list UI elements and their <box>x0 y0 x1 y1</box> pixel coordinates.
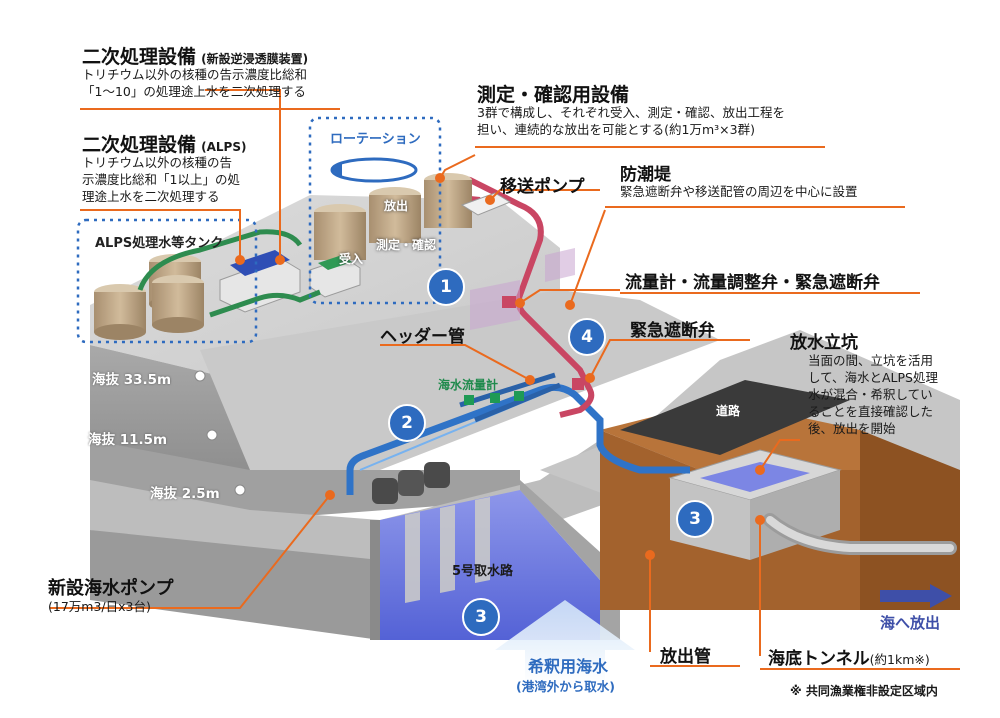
flowmeter-label: 流量計・流量調整弁・緊急遮断弁 <box>625 273 880 293</box>
seawater-pipe <box>346 383 690 495</box>
sea-arrow <box>880 584 952 608</box>
release-label: 放出 <box>384 199 409 213</box>
alps-tank-frame <box>76 218 258 344</box>
shaft-water <box>700 462 810 492</box>
new-pump-title: 新設海水ポンプ <box>48 578 174 599</box>
transfer-pump-label: 移送ポンプ <box>500 177 585 197</box>
seawall-desc: 緊急遮断弁や移送配管の周辺を中心に設置 <box>620 184 858 199</box>
shaft-desc-line: 当面の間、立坑を活用 <box>808 353 934 368</box>
measure-confirm-label: 測定・確認 <box>376 238 437 252</box>
secondary-alps-title: 二次処理設備 <box>82 134 197 156</box>
dilution-subtitle: (港湾外から取水) <box>516 679 615 694</box>
alps-pipe <box>137 229 303 291</box>
alps-pipe <box>209 289 321 318</box>
header-pipe-label: ヘッダー管 <box>380 327 465 347</box>
rotation-frame <box>308 116 442 305</box>
shaft-desc-line: ることを直接確認した <box>808 404 934 419</box>
footnote: ※ 共同漁業権非設定区域内 <box>790 684 938 698</box>
secondary-ro-desc-line: トリチウム以外の核種の告示濃度比総和 <box>82 67 308 82</box>
terrace-11m-front <box>90 440 520 520</box>
secondary-alps-desc-line: 示濃度比総和「1以上」の処 <box>82 172 240 187</box>
tunnel-heading: 海底トンネル(約1km※) <box>768 644 930 669</box>
measure-title: 測定・確認用設備 <box>477 84 630 106</box>
shaft-desc: 当面の間、立坑を活用 して、海水とALPS処理 水が混合・希釈してい ることを直… <box>808 352 938 437</box>
road-label: 道路 <box>716 404 741 418</box>
earth-block-side <box>860 430 960 610</box>
secondary-ro-title: 二次処理設備 <box>82 46 197 68</box>
seawater-flowmeter-box <box>464 395 474 405</box>
divider <box>605 206 905 208</box>
seawall-title: 防潮堤 <box>620 165 671 185</box>
marker-3-shaft: 3 <box>676 500 714 538</box>
secondary-ro-heading: 二次処理設備 (新設逆浸透膜装置) <box>82 42 308 69</box>
shaft-title: 放水立坑 <box>790 333 858 353</box>
secondary-ro-desc: トリチウム以外の核種の告示濃度比総和 「1〜10」の処理途上水を二次処理する <box>82 66 307 100</box>
divider <box>80 108 340 110</box>
alps-tank-label: ALPS処理水等タンク <box>95 236 224 251</box>
new-pump-subtitle: (17万m3/日x3台) <box>48 599 151 614</box>
dilution-title: 希釈用海水 <box>528 657 609 676</box>
secondary-ro-subtitle: (新設逆浸透膜装置) <box>201 52 309 66</box>
base-slab-front <box>90 530 380 640</box>
measure-desc-line: 担い、連続的な放出を可能とする(約1万m³×3群) <box>477 122 755 137</box>
intake-pillar <box>475 497 490 583</box>
secondary-alps-desc: トリチウム以外の核種の告 示濃度比総和「1以上」の処 理途上水を二次処理する <box>82 154 240 205</box>
shaft-desc-line: して、海水とALPS処理 <box>808 370 938 385</box>
flow-valve <box>502 296 516 308</box>
divider <box>475 146 825 148</box>
divider <box>620 292 920 294</box>
divider <box>650 665 740 667</box>
intake-pillar <box>440 505 455 593</box>
secondary-alps-heading: 二次処理設備 (ALPS) <box>82 130 246 157</box>
pump-house <box>460 192 512 216</box>
marker-3-intake: 3 <box>462 598 500 636</box>
intake-channel-label: 5号取水路 <box>452 564 514 579</box>
marker-1: 1 <box>427 268 465 306</box>
divider <box>760 668 960 670</box>
receive-label: 受入 <box>339 252 364 266</box>
marker-2: 2 <box>388 404 426 442</box>
emergency-valve-label: 緊急遮断弁 <box>630 321 715 341</box>
secondary-alps-desc-line: 理途上水を二次処理する <box>82 189 220 204</box>
altitude-33-5-label: 海抜 33.5m <box>92 372 172 388</box>
intake-wall-left <box>370 520 380 640</box>
tunnel-title: 海底トンネル <box>768 649 870 669</box>
measurement-tank-group <box>314 173 472 260</box>
tunnel-subtitle: (約1km※) <box>869 652 930 667</box>
road-surface <box>620 380 850 455</box>
divider <box>620 339 750 341</box>
secondary-ro-desc-line: 「1〜10」の処理途上水を二次処理する <box>82 84 306 99</box>
altitude-2-5-label: 海抜 2.5m <box>150 486 220 502</box>
seawater-flowmeter-label: 海水流量計 <box>438 378 499 392</box>
rotation-label: ローテーション <box>330 132 421 147</box>
secondary-alps-subtitle: (ALPS) <box>201 140 247 154</box>
seawater-flowmeter-box <box>490 393 500 403</box>
seawall-block <box>470 280 520 330</box>
base-slab <box>90 430 700 560</box>
measure-desc: 3群で構成し、それぞれ受入、測定・確認、放出工程を 担い、連続的な放出を可能とす… <box>477 104 785 138</box>
measure-desc-line: 3群で構成し、それぞれ受入、測定・確認、放出工程を <box>477 105 785 120</box>
discharge-pipe-label: 放出管 <box>660 647 711 667</box>
emergency-valve <box>572 378 584 390</box>
shaft-desc-line: 後、放出を開始 <box>808 421 896 436</box>
intake-pillar <box>405 512 420 603</box>
marker-4: 4 <box>568 318 606 356</box>
sea-release-label: 海へ放出 <box>880 614 941 632</box>
shaft-desc-line: 水が混合・希釈してい <box>808 387 933 402</box>
seawall-block <box>545 248 575 282</box>
secondary-alps-desc-line: トリチウム以外の核種の告 <box>82 155 233 170</box>
seawater-flowmeter-box <box>514 391 524 401</box>
rotation-arrow <box>330 157 418 183</box>
dilution-arrow <box>495 600 635 685</box>
seawater-pumps <box>372 462 450 504</box>
altitude-11-5-label: 海抜 11.5m <box>88 432 168 448</box>
